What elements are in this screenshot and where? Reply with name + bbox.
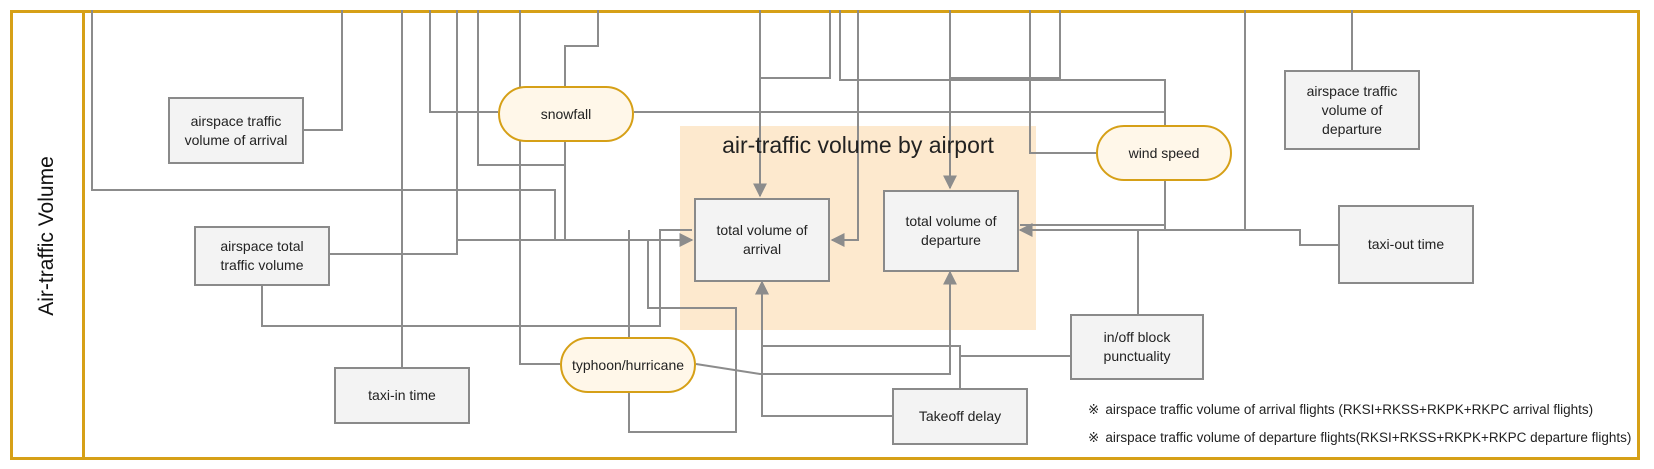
side-divider <box>82 10 85 460</box>
connector-line <box>628 230 737 433</box>
note-text: airspace traffic volume of arrival fligh… <box>1105 402 1594 417</box>
connector-line <box>519 10 560 365</box>
airspace-total-box: airspace total traffic volume <box>194 226 330 286</box>
connector-line <box>429 10 498 113</box>
connector-line <box>564 10 599 88</box>
total-arrival-box: total volume of arrival <box>694 198 830 282</box>
airport-group-title: air-traffic volume by airport <box>722 132 994 158</box>
connector-line <box>330 240 458 255</box>
connector-line <box>755 280 892 417</box>
note-mark: ※ <box>1088 430 1100 445</box>
airspace-departure-box: airspace traffic volume of departure <box>1284 70 1420 150</box>
takeoff-delay-box: Takeoff delay <box>892 388 1028 445</box>
total-departure-box: total volume of departure <box>883 190 1019 272</box>
connector-line <box>830 10 859 247</box>
connector-line <box>300 10 343 131</box>
note-departure: ※ airspace traffic volume of departure fl… <box>1088 430 1631 446</box>
in-off-block-box: in/off block punctuality <box>1070 314 1204 380</box>
diagram-frame <box>10 10 1640 460</box>
connector-line <box>839 10 1166 112</box>
connector-line <box>695 270 957 375</box>
note-arrival: ※ airspace traffic volume of arrival flig… <box>1088 402 1593 418</box>
taxi-out-box: taxi-out time <box>1338 205 1474 284</box>
connector-line <box>1018 223 1340 246</box>
connector-line <box>950 10 1061 79</box>
note-text: airspace traffic volume of departure fli… <box>1105 430 1632 445</box>
connector-line <box>1029 10 1098 154</box>
wind-speed-pill: wind speed <box>1096 125 1232 181</box>
connector-line <box>760 10 831 79</box>
connector-line <box>261 229 692 327</box>
snowfall-pill: snowfall <box>498 86 634 142</box>
connector-line <box>755 280 1070 357</box>
connector-line <box>564 140 692 241</box>
note-mark: ※ <box>1088 402 1100 417</box>
taxi-in-box: taxi-in time <box>334 367 470 424</box>
typhoon-pill: typhoon/hurricane <box>560 337 696 393</box>
airspace-arrival-box: airspace traffic volume of arrival <box>168 97 304 164</box>
